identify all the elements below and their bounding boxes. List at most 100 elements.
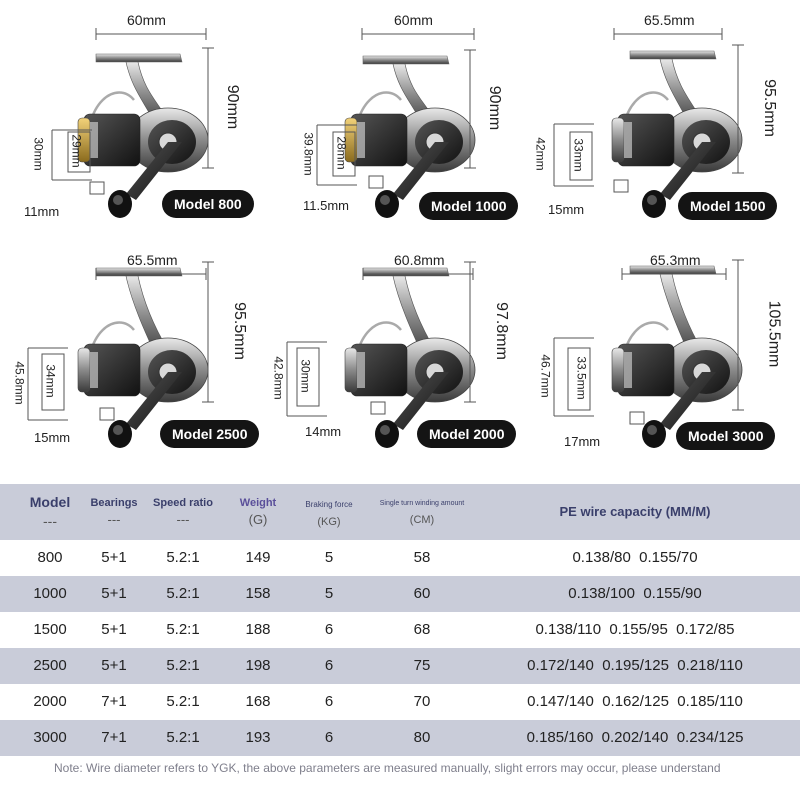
table-row: 1500 5+1 5.2:1 188 6 68 0.138/110 0.155/95 0.1… (0, 612, 800, 648)
table-cell: 5 (324, 549, 334, 566)
table-cell: 6 (324, 693, 334, 710)
table-cell: 0.147/140 0.162/125 0.185/110 (527, 693, 743, 710)
reel-card-1000: 60mm 90mm 39.8mm 28mm 11.5mm Model 1000 (267, 0, 533, 238)
measurement-note: Note: Wire diameter refers to YGK, the a… (54, 761, 721, 775)
table-cell: 3000 (33, 729, 67, 746)
reel-width-label: 65.5mm (127, 252, 178, 268)
model-badge: Model 2500 (160, 420, 260, 448)
header-speed-ratio: Speed ratio --- (153, 497, 213, 528)
spool-inner-label: 30mm (298, 359, 313, 393)
reel-width-label: 60.8mm (394, 252, 445, 268)
table-cell: 5.2:1 (166, 729, 200, 746)
table-cell: 7+1 (101, 729, 127, 746)
table-row: 800 5+1 5.2:1 149 5 58 0.138/80 0.155/70 (0, 540, 800, 576)
spool-outer-label: 30mm (31, 137, 46, 171)
header-weight: Weight (G) (239, 497, 277, 528)
table-cell: 6 (324, 621, 334, 638)
spool-outer-label: 42mm (533, 137, 548, 171)
spinning-reel-icon (51, 28, 214, 218)
spool-depth-label: 11.5mm (303, 198, 349, 213)
table-header-row: Model --- Bearings --- Speed ratio --- W… (0, 484, 800, 540)
header-braking-force: Braking force (KG) (305, 500, 353, 528)
model-badge: Model 1000 (419, 192, 519, 220)
table-cell: 0.185/160 0.202/140 0.234/125 (526, 729, 744, 746)
table-cell: 5 (324, 585, 334, 602)
reel-width-label: 65.5mm (644, 12, 695, 28)
table-cell: 149 (245, 549, 271, 566)
table-cell: 2000 (33, 693, 67, 710)
spool-inner-label: 34mm (43, 364, 58, 398)
spool-outer-label: 46.7mm (538, 354, 553, 398)
table-cell: 0.138/100 0.155/90 (568, 585, 702, 602)
header-bearings: Bearings --- (90, 497, 138, 528)
spinning-reel-icon (286, 261, 476, 448)
table-cell: 2500 (33, 657, 67, 674)
table-cell: 5+1 (101, 621, 127, 638)
reel-width-label: 60mm (127, 12, 166, 28)
reel-card-1500: 65.5mm 95.5mm 42mm 33mm 15mm Model 1500 (534, 0, 800, 238)
table-cell: 75 (413, 657, 431, 674)
table-cell: 5+1 (101, 585, 127, 602)
reel-card-800: 60mm 90mm 30mm 29mm 11mm Model 800 (0, 0, 266, 238)
spool-depth-label: 17mm (564, 434, 601, 449)
table-cell: 5.2:1 (166, 549, 200, 566)
spool-outer-label: 39.8mm (301, 132, 316, 176)
spinning-reel-icon (27, 261, 214, 448)
spool-inner-label: 33.5mm (574, 356, 589, 400)
table-cell: 5.2:1 (166, 657, 200, 674)
model-badge: Model 3000 (676, 422, 776, 450)
spinning-reel-icon (553, 28, 744, 218)
table-cell: 168 (245, 693, 271, 710)
reel-height-label: 90mm (486, 85, 504, 131)
spec-table: Model --- Bearings --- Speed ratio --- W… (0, 484, 800, 756)
table-cell: 158 (245, 585, 271, 602)
table-cell: 5+1 (101, 549, 127, 566)
spool-inner-label: 29mm (69, 134, 84, 168)
table-cell: 5+1 (101, 657, 127, 674)
spool-depth-label: 14mm (305, 424, 342, 439)
table-cell: 800 (37, 549, 63, 566)
table-cell: 1500 (33, 621, 67, 638)
reel-height-label: 90mm (224, 84, 242, 130)
reel-width-label: 65.3mm (650, 252, 701, 268)
table-cell: 5.2:1 (166, 621, 200, 638)
reel-height-label: 105.5mm (765, 300, 783, 368)
table-cell: 58 (413, 549, 431, 566)
table-cell: 188 (245, 621, 271, 638)
table-cell: 5.2:1 (166, 585, 200, 602)
table-cell: 1000 (33, 585, 67, 602)
spinning-reel-icon (316, 28, 476, 218)
header-model: Model --- (29, 494, 71, 529)
table-cell: 6 (324, 729, 334, 746)
table-row: 2500 5+1 5.2:1 198 6 75 0.172/140 0.195/125 0.… (0, 648, 800, 684)
table-cell: 0.138/110 0.155/95 0.172/85 (535, 621, 735, 638)
spool-inner-label: 33mm (571, 138, 586, 172)
table-cell: 0.172/140 0.195/125 0.218/110 (527, 657, 743, 674)
header-pe-capacity: PE wire capacity (MM/M) (559, 504, 711, 519)
spinning-reel-icon (553, 259, 744, 448)
model-badge: Model 800 (162, 190, 254, 218)
spool-inner-label: 28mm (334, 136, 349, 170)
spool-depth-label: 15mm (548, 202, 585, 217)
table-cell: 68 (413, 621, 431, 638)
table-cell: 0.138/80 0.155/70 (572, 549, 698, 566)
model-badge: Model 1500 (678, 192, 778, 220)
spool-depth-label: 15mm (34, 430, 71, 445)
table-cell: 6 (324, 657, 334, 674)
reel-width-label: 60mm (394, 12, 433, 28)
table-cell: 193 (245, 729, 271, 746)
spool-outer-label: 45.8mm (12, 361, 27, 405)
spool-depth-label: 11mm (24, 204, 60, 219)
reel-height-label: 95.5mm (760, 79, 778, 137)
reel-card-3000: 65.3mm 105.5mm 46.7mm 33.5mm 17mm Model 3000 (534, 238, 800, 476)
table-cell: 7+1 (101, 693, 127, 710)
spool-outer-label: 42.8mm (271, 356, 286, 400)
table-cell: 5.2:1 (166, 693, 200, 710)
table-cell: 198 (245, 657, 271, 674)
header-winding-amount: Single turn winding amount (CM) (379, 500, 465, 527)
model-badge: Model 2000 (417, 420, 517, 448)
